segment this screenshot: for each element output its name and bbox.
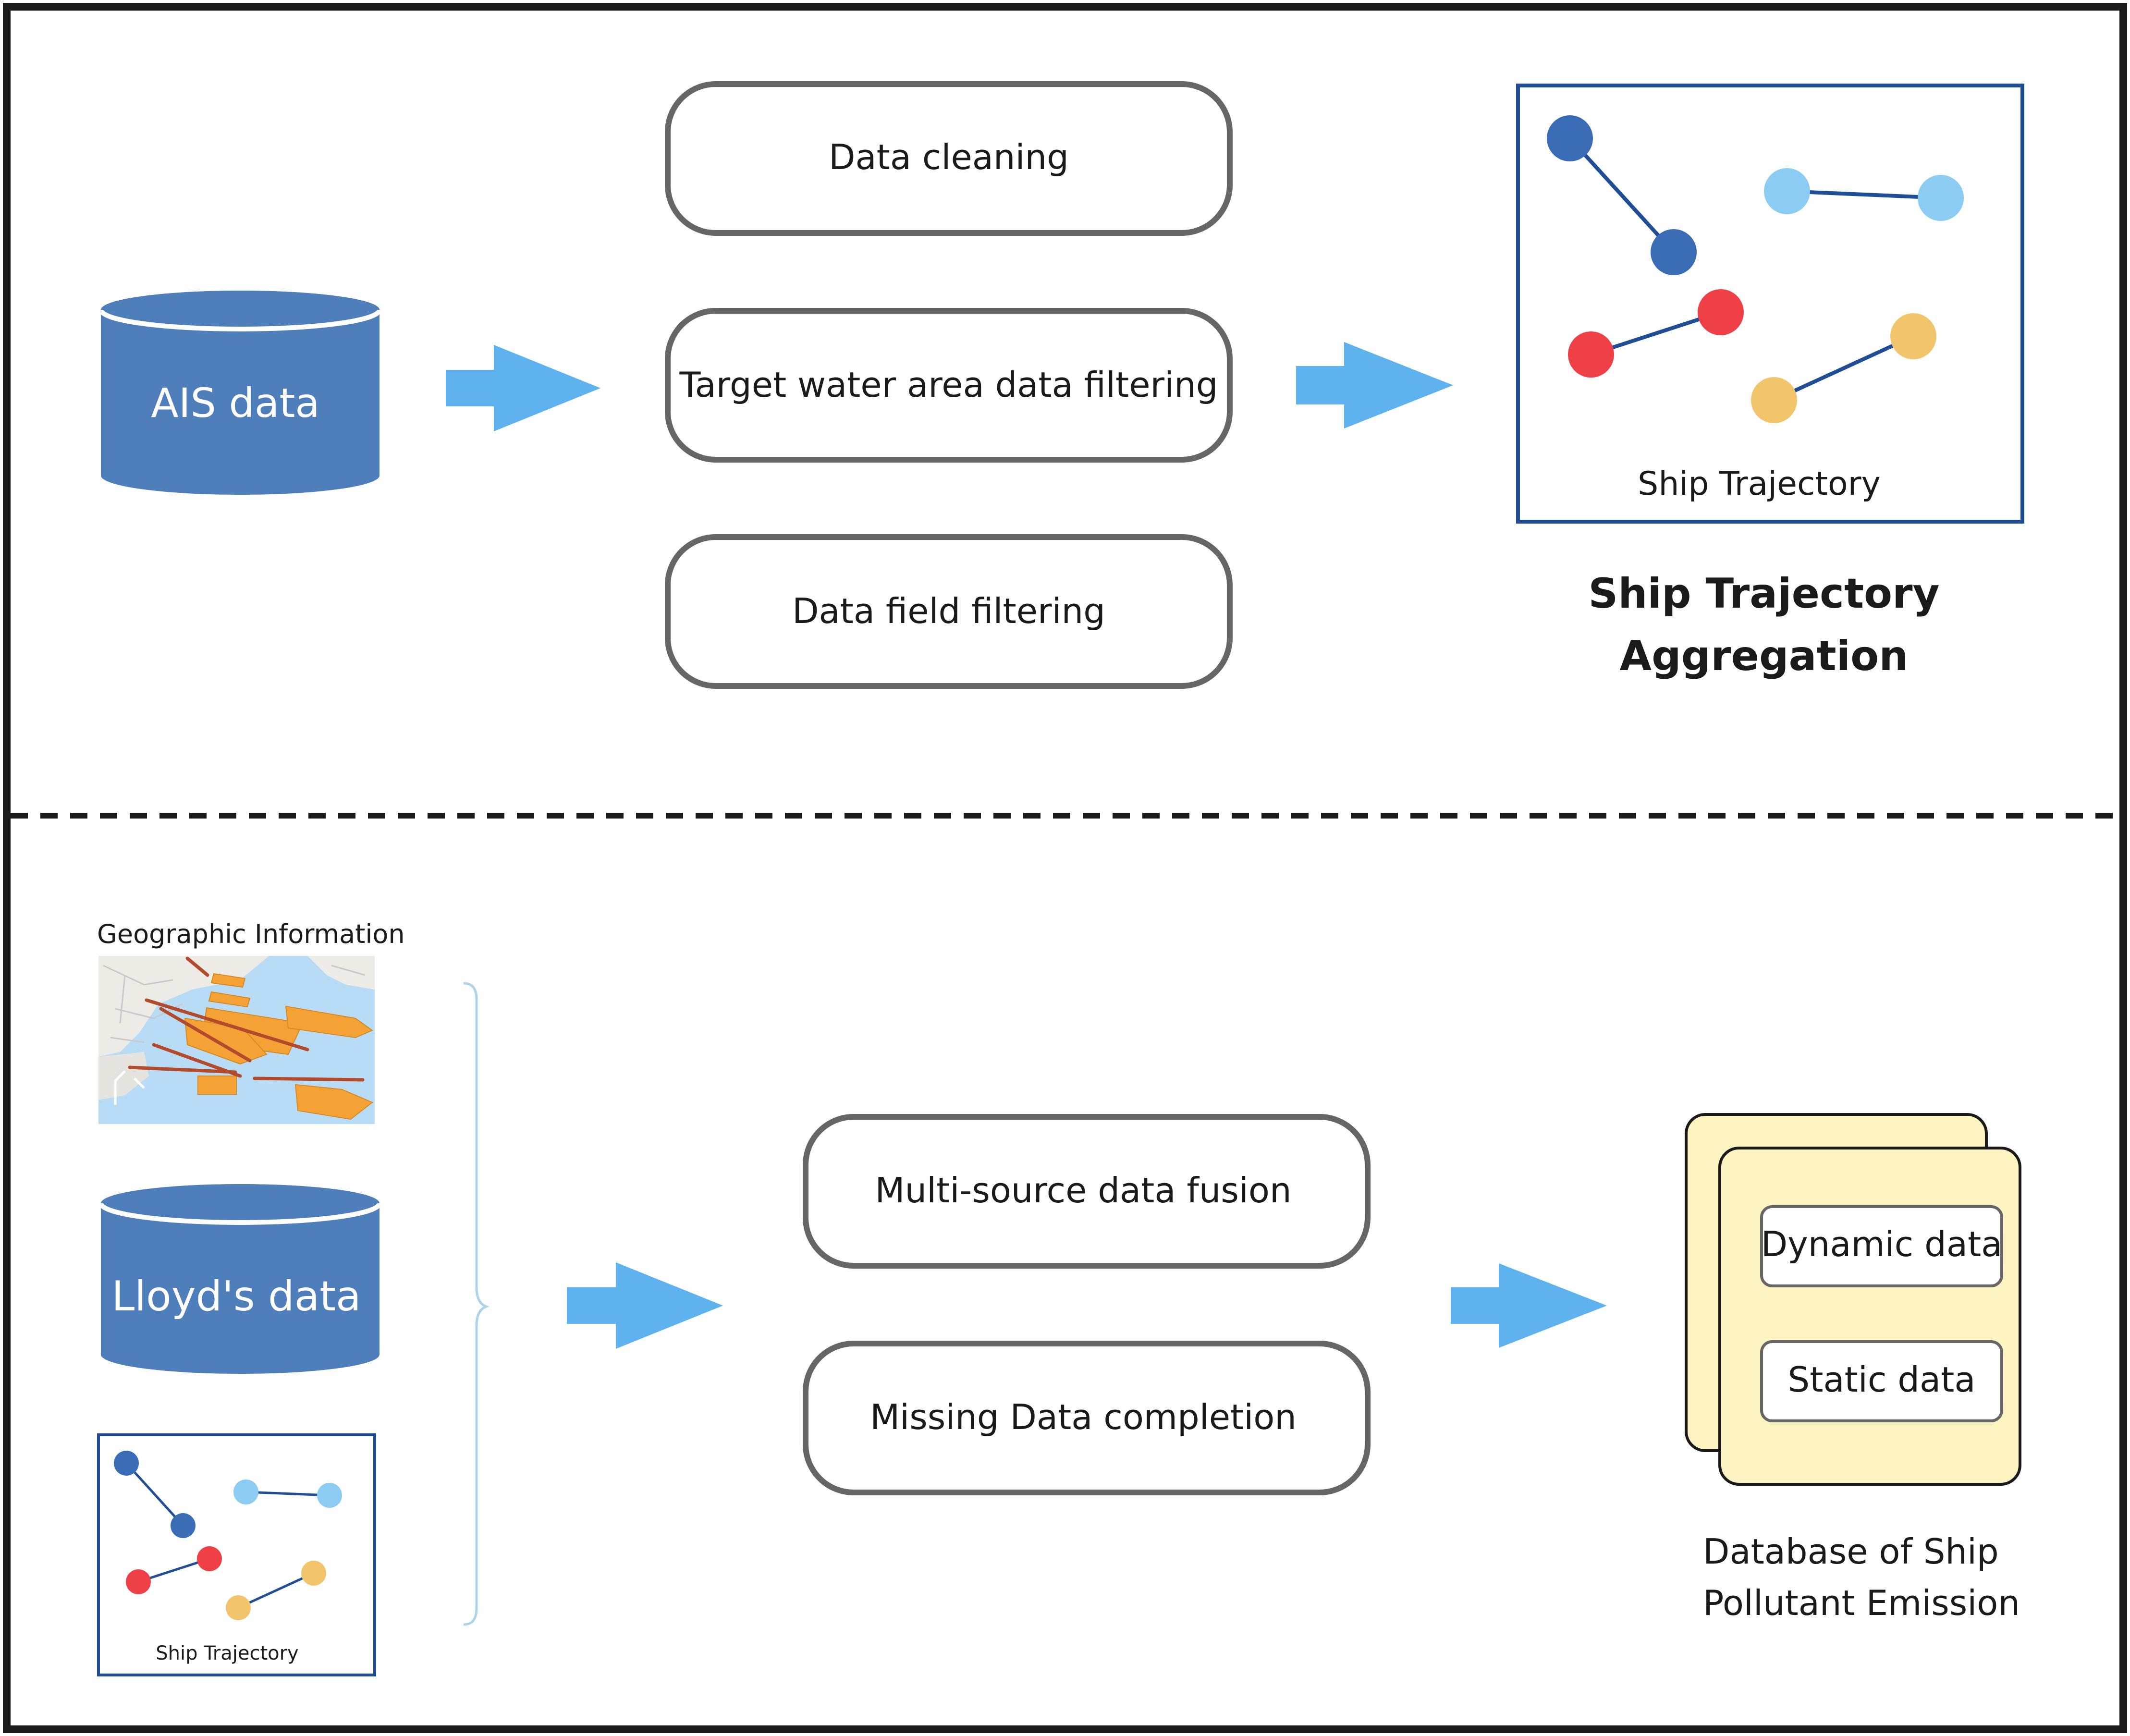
ship-trajectory-panel: Ship Trajectory <box>1516 84 2024 524</box>
trajectory-point <box>1918 175 1964 221</box>
dynamic-data-box <box>1760 1205 2003 1287</box>
flow-arrow-bottom-left <box>567 1262 723 1349</box>
trajectory-segment <box>1787 189 1941 200</box>
input-grouping-brace <box>463 982 490 1626</box>
aggregation-title-line1: Ship Trajectory <box>1588 570 1939 618</box>
trajectory-thumbnail-frame <box>97 1433 376 1676</box>
trajectory-point <box>1651 229 1697 275</box>
trajectory-thumbnail-plot <box>114 1451 342 1620</box>
ship-trajectory-thumbnail: Ship Trajectory <box>97 1433 376 1676</box>
lloyds-data-label: Lloyd's data <box>111 1272 361 1320</box>
right-arrow-icon <box>567 1262 723 1349</box>
dynamic-data-label: Dynamic data <box>1761 1224 2003 1264</box>
step-box <box>803 1341 1371 1495</box>
trajectory-point <box>226 1595 251 1620</box>
step-box <box>803 1114 1371 1269</box>
trajectory-point <box>301 1561 326 1586</box>
step-box <box>665 308 1233 463</box>
step-label-multi-source-data-fusion: Multi-source data fusion <box>875 1170 1291 1210</box>
trajectory-segment <box>1773 334 1914 402</box>
trajectory-point <box>126 1569 151 1594</box>
map-land <box>307 956 375 990</box>
trajectory-point <box>1751 377 1797 423</box>
emission-database-caption-line1: Database of Ship <box>1703 1531 1999 1572</box>
map-land <box>98 1052 149 1100</box>
static-data-label: Static data <box>1788 1359 1976 1400</box>
step-label-data-field-filtering: Data field filtering <box>792 591 1105 631</box>
step-box <box>665 81 1233 236</box>
trajectory-segment <box>125 1462 184 1527</box>
step-label-data-cleaning: Data cleaning <box>829 137 1069 177</box>
lloyds-data-database: Lloyd's data <box>98 1184 382 1374</box>
trajectory-point <box>1568 331 1614 378</box>
step-data-field-filtering: Data field filtering <box>665 534 1233 689</box>
geographic-information-title: Geographic Information <box>97 919 405 949</box>
flow-arrow-top-left <box>446 345 600 431</box>
emission-database-caption-line2: Pollutant Emission <box>1703 1583 2020 1623</box>
right-arrow-icon <box>1296 342 1453 428</box>
map-shipping-lanes <box>128 956 365 1082</box>
trajectory-point <box>1547 115 1593 161</box>
trajectory-thumbnail-label: Ship Trajectory <box>156 1642 298 1664</box>
trajectory-point <box>171 1513 196 1538</box>
flow-arrow-top-right <box>1296 342 1453 428</box>
step-label-missing-data-completion: Missing Data completion <box>870 1397 1297 1437</box>
database-cylinder-icon <box>98 1184 382 1374</box>
step-target-water-area-filtering: Target water area data filtering <box>665 308 1233 463</box>
right-arrow-icon <box>446 345 600 431</box>
map-pier-outlines <box>114 1070 145 1105</box>
trajectory-segment <box>1568 137 1675 254</box>
step-data-cleaning: Data cleaning <box>665 81 1233 236</box>
trajectory-panel-label: Ship Trajectory <box>1638 465 1881 503</box>
ais-data-database: AIS data <box>98 291 382 495</box>
aggregation-title-line2: Aggregation <box>1620 632 1909 680</box>
trajectory-point <box>1764 168 1810 214</box>
ais-data-label: AIS data <box>151 379 319 427</box>
trajectory-plot <box>1547 115 1964 423</box>
trajectory-point <box>114 1451 139 1476</box>
right-arrow-icon <box>1451 1263 1607 1348</box>
database-cylinder-icon <box>98 291 382 495</box>
trajectory-segment <box>237 1572 315 1609</box>
static-data-box <box>1760 1340 2003 1422</box>
emission-database-stack: Dynamic data Static data <box>1685 1113 2021 1486</box>
step-multi-source-data-fusion: Multi-source data fusion <box>803 1114 1371 1269</box>
outer-frame <box>3 3 2127 1733</box>
step-label-target-water-area-filtering: Target water area data filtering <box>679 365 1218 405</box>
trajectory-point <box>1698 289 1744 335</box>
trajectory-point <box>317 1483 342 1508</box>
trajectory-frame <box>1516 84 2024 524</box>
map-anchorage-zones <box>184 973 374 1120</box>
step-box <box>665 534 1233 689</box>
trajectory-point <box>197 1546 222 1571</box>
flow-arrow-bottom-right <box>1451 1263 1607 1348</box>
geographic-map-thumbnail <box>98 956 375 1124</box>
trajectory-point <box>233 1479 258 1504</box>
step-missing-data-completion: Missing Data completion <box>803 1341 1371 1495</box>
database-front-page <box>1718 1147 2021 1486</box>
trajectory-point <box>1890 313 1936 359</box>
trajectory-segment <box>245 1491 330 1497</box>
